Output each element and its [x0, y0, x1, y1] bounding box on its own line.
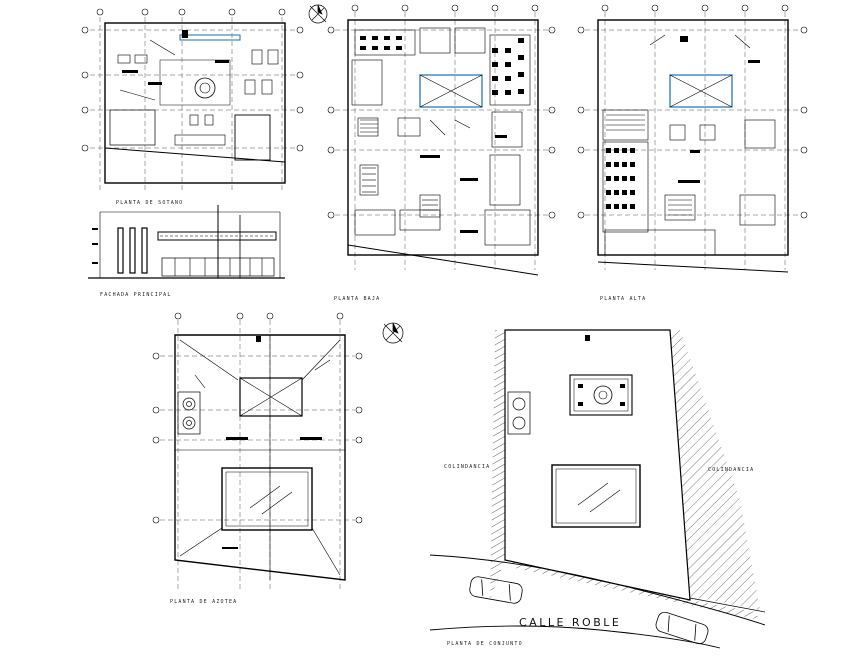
- plan-planta-alta: [577, 4, 808, 273]
- tank-icon: [507, 391, 531, 435]
- label-planta-azotea: PLANTA DE AZOTEA: [170, 599, 238, 605]
- car-icon: [655, 611, 709, 645]
- car-icon: [469, 576, 523, 604]
- elevation-fachada: [88, 205, 285, 279]
- tank-icon: [177, 391, 201, 435]
- north-arrow-icon: [308, 4, 328, 24]
- north-arrow-icon: [382, 322, 404, 344]
- label-colindancia-left: COLINDANCIA: [444, 464, 491, 470]
- label-planta-alta: PLANTA ALTA: [600, 296, 647, 302]
- label-planta-sotano: PLANTA DE SOTANO: [116, 200, 184, 206]
- plan-azotea: [152, 312, 363, 592]
- site-plan-conjunto: [429, 329, 766, 649]
- label-planta-conjunto: PLANTA DE CONJUNTO: [447, 641, 523, 647]
- label-calle: CALLE ROBLE: [519, 616, 622, 629]
- plan-sotano: [81, 8, 304, 190]
- label-fachada-principal: FACHADA PRINCIPAL: [100, 292, 172, 298]
- plan-planta-baja: [327, 4, 556, 276]
- label-colindancia-right: COLINDANCIA: [708, 467, 755, 473]
- label-planta-baja: PLANTA BAJA: [334, 296, 381, 302]
